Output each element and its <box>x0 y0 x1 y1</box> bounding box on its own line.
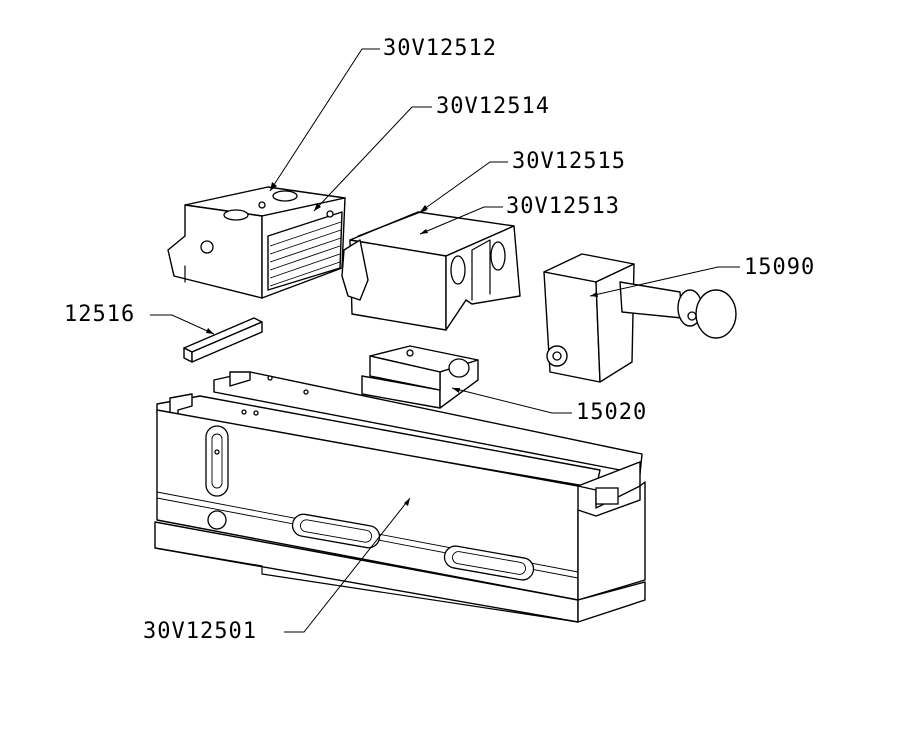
jaw-left <box>167 186 346 299</box>
callout-30v12514: 30V12514 <box>436 94 550 119</box>
jaw-right <box>341 209 521 331</box>
vise-body <box>154 371 646 623</box>
screw-block <box>543 253 737 383</box>
callout-30v12513: 30V12513 <box>506 194 620 219</box>
callout-30v12512: 30V12512 <box>383 36 497 61</box>
callout-12516: 12516 <box>64 302 136 327</box>
callout-30v12515: 30V12515 <box>512 149 626 174</box>
callout-30v12501: 30V12501 <box>143 619 257 644</box>
nut <box>361 345 479 409</box>
callout-15020: 15020 <box>576 400 648 425</box>
callout-15090: 15090 <box>744 255 816 280</box>
key <box>183 317 263 363</box>
leaders <box>150 48 740 633</box>
